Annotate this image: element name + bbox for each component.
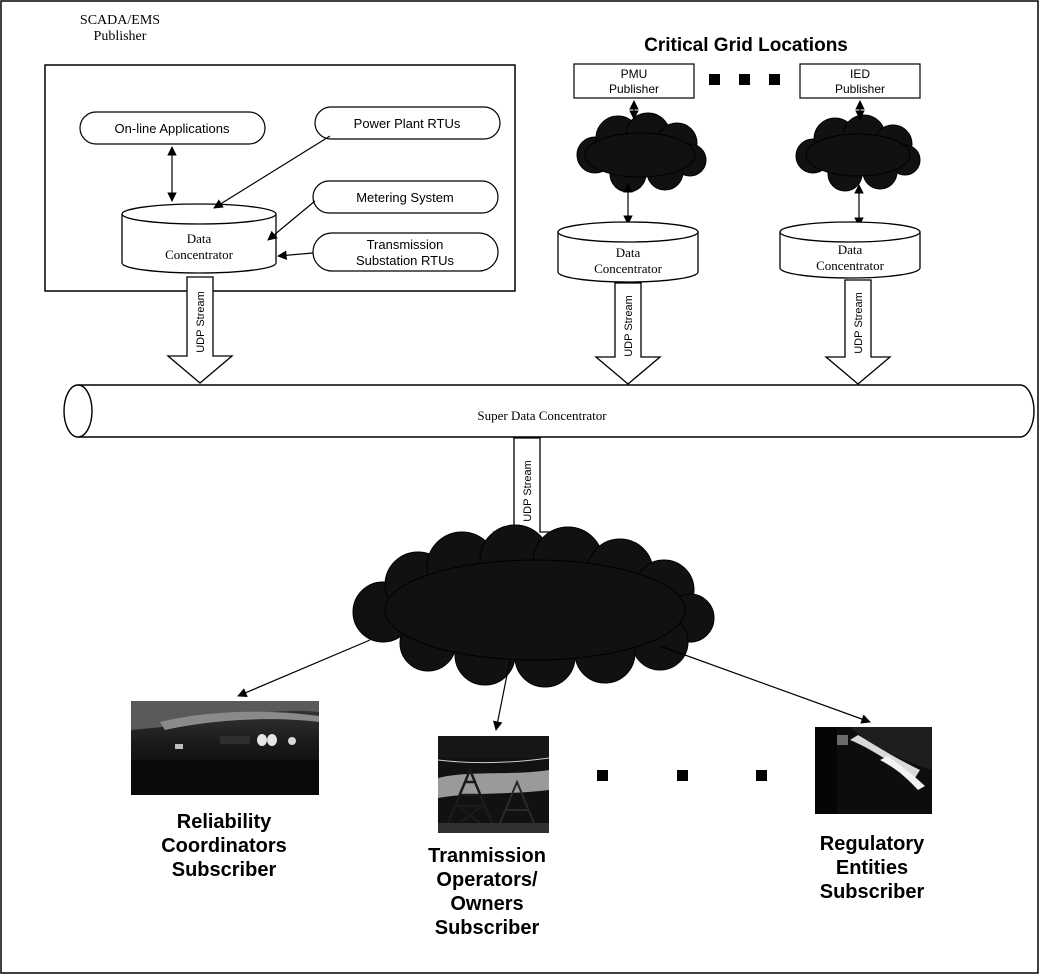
regulatory-landscape-photo	[815, 727, 932, 814]
super-concentrator-label: Super Data Concentrator	[477, 408, 607, 423]
ied-udp-stream-arrow	[824, 279, 892, 385]
svg-text:Subscriber: Subscriber	[820, 881, 925, 903]
ellipsis-dot	[677, 770, 688, 781]
reliability-arrow	[237, 639, 371, 698]
super-data-concentrator	[63, 384, 1035, 438]
power-plant-rtus-node	[314, 106, 501, 140]
pmu-concentrator-label-line2: Concentrator	[594, 261, 663, 276]
scada-udp-stream-label: UDP Stream	[195, 291, 207, 353]
transmission-subscriber-label: Tranmission Operators/ Owners Subscriber	[428, 845, 546, 939]
ellipsis-dot	[769, 74, 780, 85]
transmission-rtus-label-line2: Substation RTUs	[356, 253, 455, 268]
transmission-rtus-node	[312, 232, 499, 272]
pmu-publisher-label-line1: PMU	[621, 67, 648, 81]
power-plant-rtus-label: Power Plant RTUs	[354, 116, 461, 131]
subscriber-network-cloud-icon	[352, 524, 715, 688]
central-udp-stream-label: UDP Stream	[522, 460, 534, 522]
svg-text:Operators/: Operators/	[436, 869, 538, 891]
transmission-arrow	[492, 659, 511, 731]
reliability-control-room-photo	[131, 701, 319, 795]
ied-publisher-label-line1: IED	[850, 67, 870, 81]
pmu-publisher-label-line2: Publisher	[609, 82, 659, 96]
online-applications-label: On-line Applications	[115, 121, 230, 136]
svg-text:Subscriber: Subscriber	[172, 859, 277, 881]
ied-network-cloud-icon	[795, 114, 921, 192]
svg-text:Coordinators: Coordinators	[161, 835, 287, 857]
online-applications-node	[79, 111, 266, 145]
svg-text:Subscriber: Subscriber	[435, 917, 540, 939]
transmission-rtus-label-line1: Transmission	[367, 237, 444, 252]
svg-text:Owners: Owners	[450, 893, 523, 915]
scada-udp-stream-arrow	[166, 276, 234, 384]
regulatory-arrow	[659, 645, 871, 724]
ellipsis-dot	[709, 74, 720, 85]
svg-text:Reliability: Reliability	[177, 811, 272, 833]
ied-publisher-box	[799, 63, 921, 99]
scada-title-line2: Publisher	[94, 29, 147, 44]
ied-concentrator-label-line2: Concentrator	[816, 258, 885, 273]
scada-title-line1: SCADA/EMS	[80, 13, 160, 28]
metering-arrow	[267, 200, 316, 241]
transmission-rtus-arrow	[277, 250, 314, 261]
ellipsis-dot	[597, 770, 608, 781]
pmu-udp-stream-label: UDP Stream	[623, 295, 635, 357]
metering-system-node	[312, 180, 499, 214]
pmu-network-cloud-icon	[576, 112, 707, 193]
metering-system-label: Metering System	[356, 190, 454, 205]
ied-concentrator-label-line1: Data	[838, 242, 863, 257]
ellipsis-dot	[756, 770, 767, 781]
transmission-tower-photo	[437, 736, 550, 833]
ied-udp-stream-label: UDP Stream	[853, 292, 865, 354]
pmu-data-concentrator	[557, 221, 699, 283]
pmu-concentrator-label-line1: Data	[616, 245, 641, 260]
scada-concentrator-label-line2: Concentrator	[165, 247, 234, 262]
svg-text:Entities: Entities	[836, 857, 908, 879]
pmu-publisher-box	[573, 63, 695, 99]
reliability-subscriber-label: Reliability Coordinators Subscriber	[161, 811, 287, 881]
svg-text:Tranmission: Tranmission	[428, 845, 546, 867]
scada-data-concentrator	[121, 203, 277, 274]
scada-concentrator-label-line1: Data	[187, 231, 212, 246]
critical-grid-title: Critical Grid Locations	[644, 35, 848, 56]
power-plant-arrow	[213, 135, 331, 209]
regulatory-subscriber-label: Regulatory Entities Subscriber	[820, 833, 925, 903]
ellipsis-dot	[739, 74, 750, 85]
ied-data-concentrator	[779, 221, 921, 279]
svg-text:Regulatory: Regulatory	[820, 833, 925, 855]
pmu-udp-stream-arrow	[594, 282, 662, 385]
ied-publisher-label-line2: Publisher	[835, 82, 885, 96]
